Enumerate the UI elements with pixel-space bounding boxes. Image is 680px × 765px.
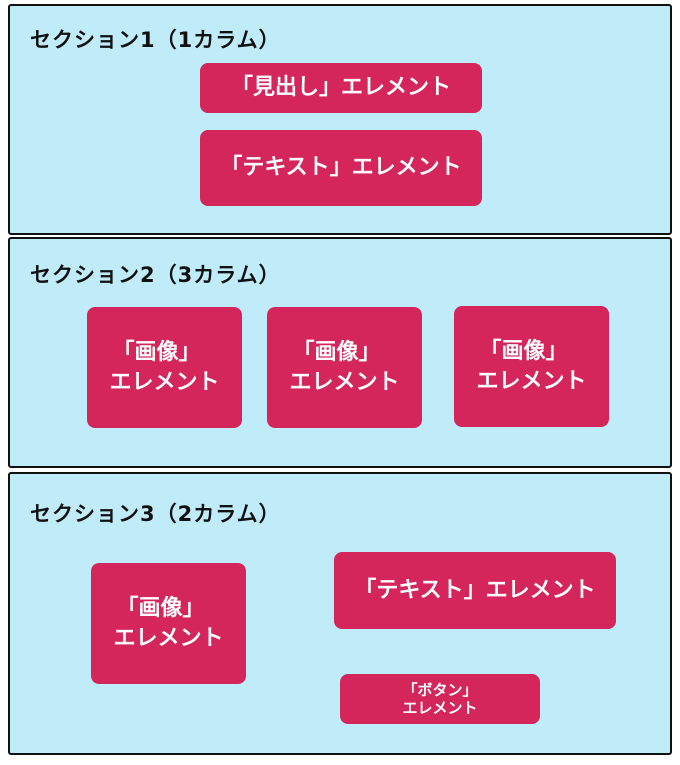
image-element-box-2: 「画像」 エレメント (267, 307, 422, 428)
image-element-box-1: 「画像」 エレメント (87, 307, 242, 428)
section-3-title: セクション3（2カラム） (30, 502, 281, 526)
image-element-label-line1: 「画像」 (112, 339, 201, 365)
text-element-label: 「テキスト」エレメント (220, 155, 462, 181)
image-element-label-line2: エレメント (113, 625, 224, 651)
image-element-label-line2: エレメント (476, 368, 587, 394)
image-element-label-line1: 「画像」 (116, 595, 205, 621)
section-1-box: セクション1（1カラム） 「見出し」エレメント 「テキスト」エレメント (8, 4, 672, 235)
heading-element-box: 「見出し」エレメント (200, 63, 482, 113)
text-element-box: 「テキスト」エレメント (334, 552, 616, 629)
button-element-box: 「ボタン」 エレメント (340, 674, 540, 724)
text-element-box: 「テキスト」エレメント (200, 130, 482, 206)
image-element-label-line2: エレメント (289, 369, 400, 395)
section-2-title: セクション2（3カラム） (30, 263, 281, 287)
button-element-label-line2: エレメント (402, 699, 478, 717)
text-element-label: 「テキスト」エレメント (354, 577, 596, 603)
section-3-box: セクション3（2カラム） 「画像」 エレメント 「テキスト」エレメント 「ボタン… (8, 472, 672, 755)
image-element-label-line1: 「画像」 (292, 339, 381, 365)
section-2-box: セクション2（3カラム） 「画像」 エレメント 「画像」 エレメント 「画像」 … (8, 237, 672, 468)
heading-element-label: 「見出し」エレメント (230, 75, 451, 101)
image-element-box-3: 「画像」 エレメント (454, 306, 609, 427)
image-element-label-line2: エレメント (109, 369, 220, 395)
image-element-box: 「画像」 エレメント (91, 563, 246, 684)
image-element-label-line1: 「画像」 (479, 338, 568, 364)
button-element-label-line1: 「ボタン」 (402, 681, 478, 699)
section-1-title: セクション1（1カラム） (30, 28, 281, 52)
